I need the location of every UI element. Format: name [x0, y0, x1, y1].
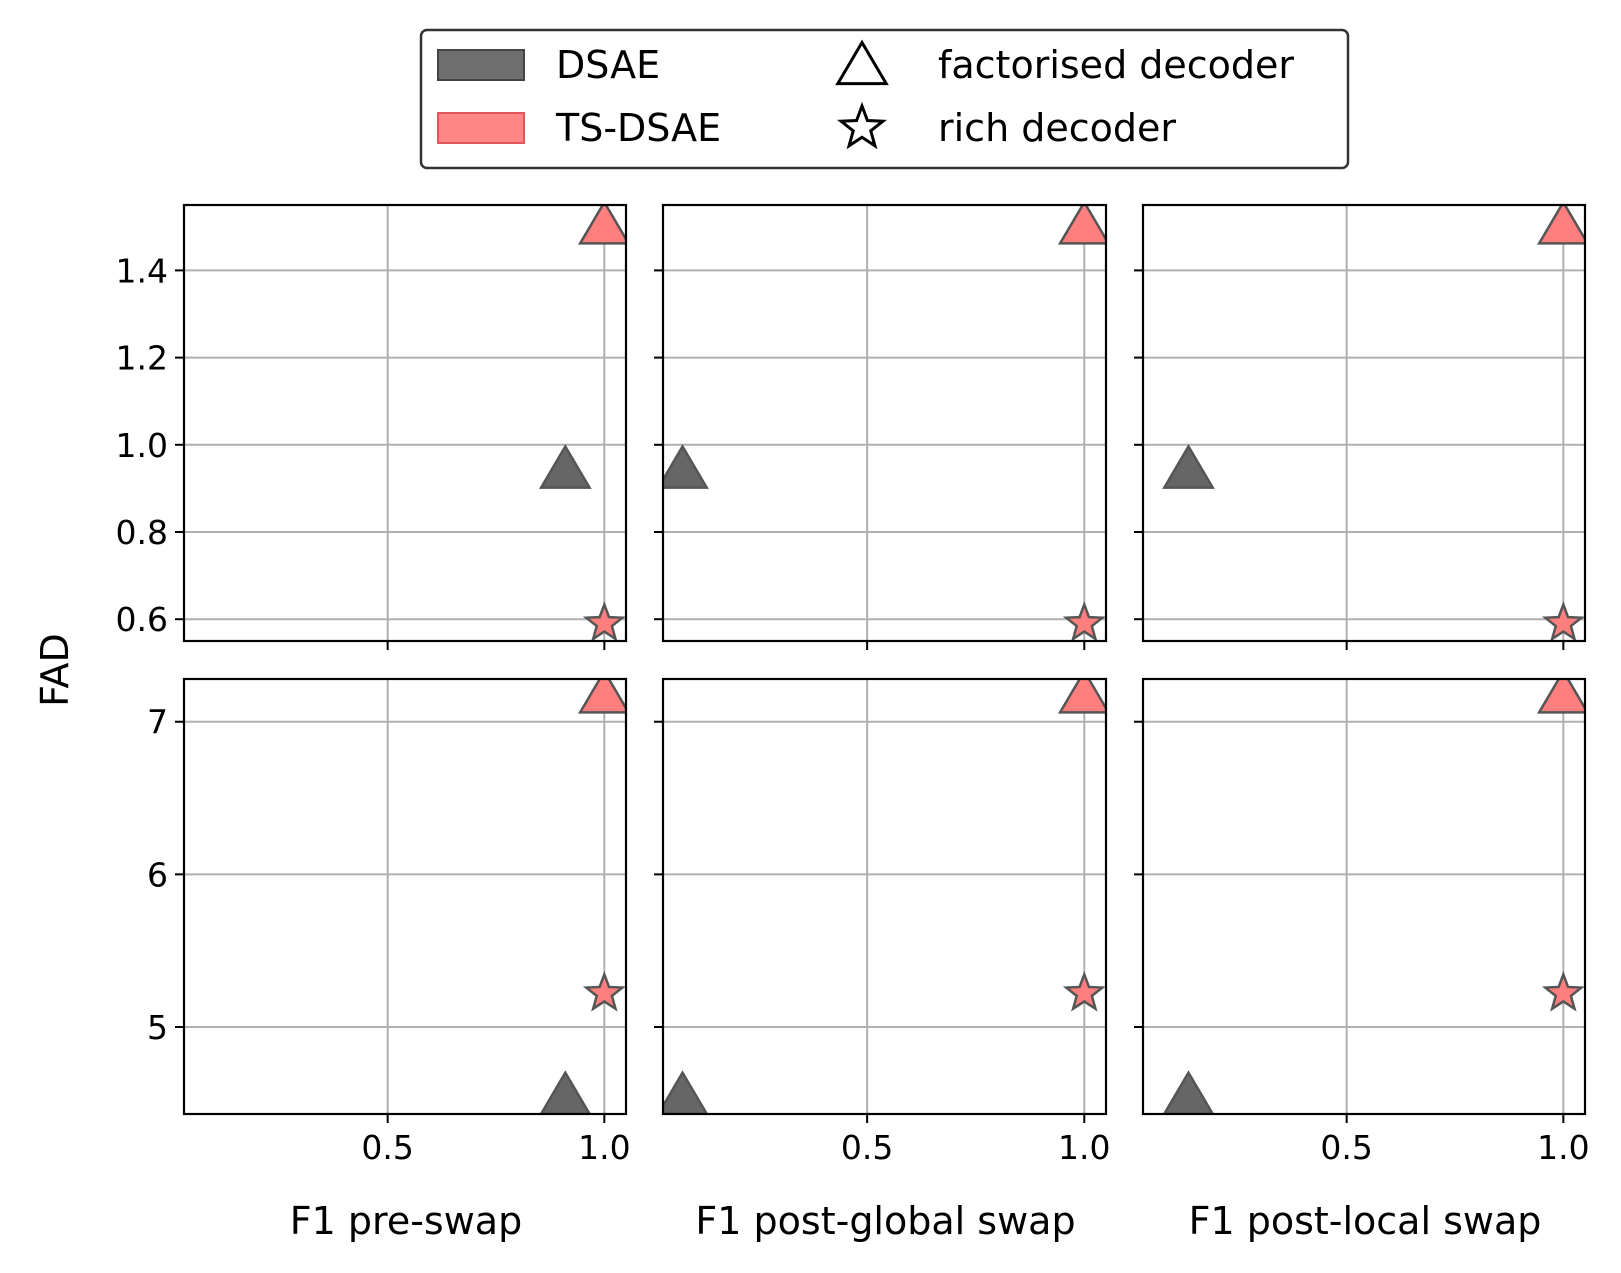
point-ts-dsae-triangle: [1057, 205, 1106, 245]
point-ts-dsae-triangle: [577, 205, 626, 245]
point-ts-dsae-triangle: [1536, 679, 1585, 714]
x-tick-label: 0.5: [841, 1128, 893, 1167]
x-tick-label: 0.5: [361, 1128, 413, 1167]
legend-frame: [419, 28, 1350, 170]
legend-star-icon: [837, 101, 887, 150]
legend-label-factorised-decoder: factorised decoder: [938, 43, 1294, 87]
panel-frame: [1141, 677, 1587, 1116]
point-ts-dsae-star: [1541, 970, 1585, 1012]
point-dsae-triangle: [538, 443, 592, 489]
y-tick-label: 1.4: [116, 251, 168, 290]
x-tick-label: 0.5: [1320, 1128, 1372, 1167]
legend-label-rich-decoder: rich decoder: [938, 106, 1176, 150]
panel-r2-c3: 0.5 1.0 F1 post-local swap: [1134, 677, 1590, 1243]
x-tick-label: 1.0: [1537, 1128, 1589, 1167]
point-ts-dsae-star: [1062, 970, 1106, 1012]
panel-r1-c3: [1134, 203, 1587, 650]
panel-r2-c1: 5 6 7 0.5 1.0 F1 pre-swap: [147, 677, 631, 1243]
x-tick-label: 1.0: [1058, 1128, 1110, 1167]
legend-label-dsae: DSAE: [556, 43, 660, 87]
x-axis-label-1: F1 pre-swap: [290, 1199, 522, 1243]
point-ts-dsae-star: [582, 600, 626, 641]
point-ts-dsae-triangle: [1057, 679, 1106, 714]
y-tick-label: 0.6: [116, 600, 168, 639]
point-ts-dsae-triangle: [1536, 205, 1585, 245]
legend: DSAE TS-DSAE factorised decoder rich decode…: [419, 28, 1350, 170]
legend-label-ts-dsae: TS-DSAE: [555, 106, 721, 150]
point-ts-dsae-star: [1062, 600, 1106, 641]
point-ts-dsae-star: [582, 970, 626, 1012]
y-tick-label: 6: [147, 855, 168, 894]
y-tick-label: 5: [147, 1008, 168, 1047]
panel-frame: [661, 677, 1108, 1116]
legend-swatch-ts-dsae: [437, 112, 525, 144]
y-tick-label: 1.2: [116, 339, 168, 378]
point-ts-dsae-star: [1541, 600, 1585, 641]
point-ts-dsae-triangle: [577, 679, 626, 714]
panel-frame: [661, 203, 1108, 643]
y-tick-label: 7: [147, 703, 168, 742]
panel-r2-c2: 0.5 1.0 F1 post-global swap: [654, 677, 1111, 1243]
x-axis-label-3: F1 post-local swap: [1189, 1199, 1542, 1243]
panel-r1-c2: [654, 203, 1108, 650]
point-dsae-triangle: [1162, 443, 1215, 489]
legend-swatch-dsae: [437, 49, 525, 81]
legend-triangle-icon: [835, 39, 889, 86]
x-tick-label: 1.0: [578, 1128, 630, 1167]
x-axis-label-2: F1 post-global swap: [695, 1199, 1075, 1243]
panel-frame: [182, 677, 628, 1116]
y-tick-label: 1.0: [116, 426, 168, 465]
y-tick-label: 0.8: [116, 513, 168, 552]
panel-r1-c1: 0.6 0.8 1.0 1.2 1.4: [116, 203, 628, 650]
point-dsae-triangle: [663, 443, 709, 489]
panel-frame: [1141, 203, 1587, 643]
panel-frame: [182, 203, 628, 643]
y-axis-label: FAD: [33, 633, 77, 707]
